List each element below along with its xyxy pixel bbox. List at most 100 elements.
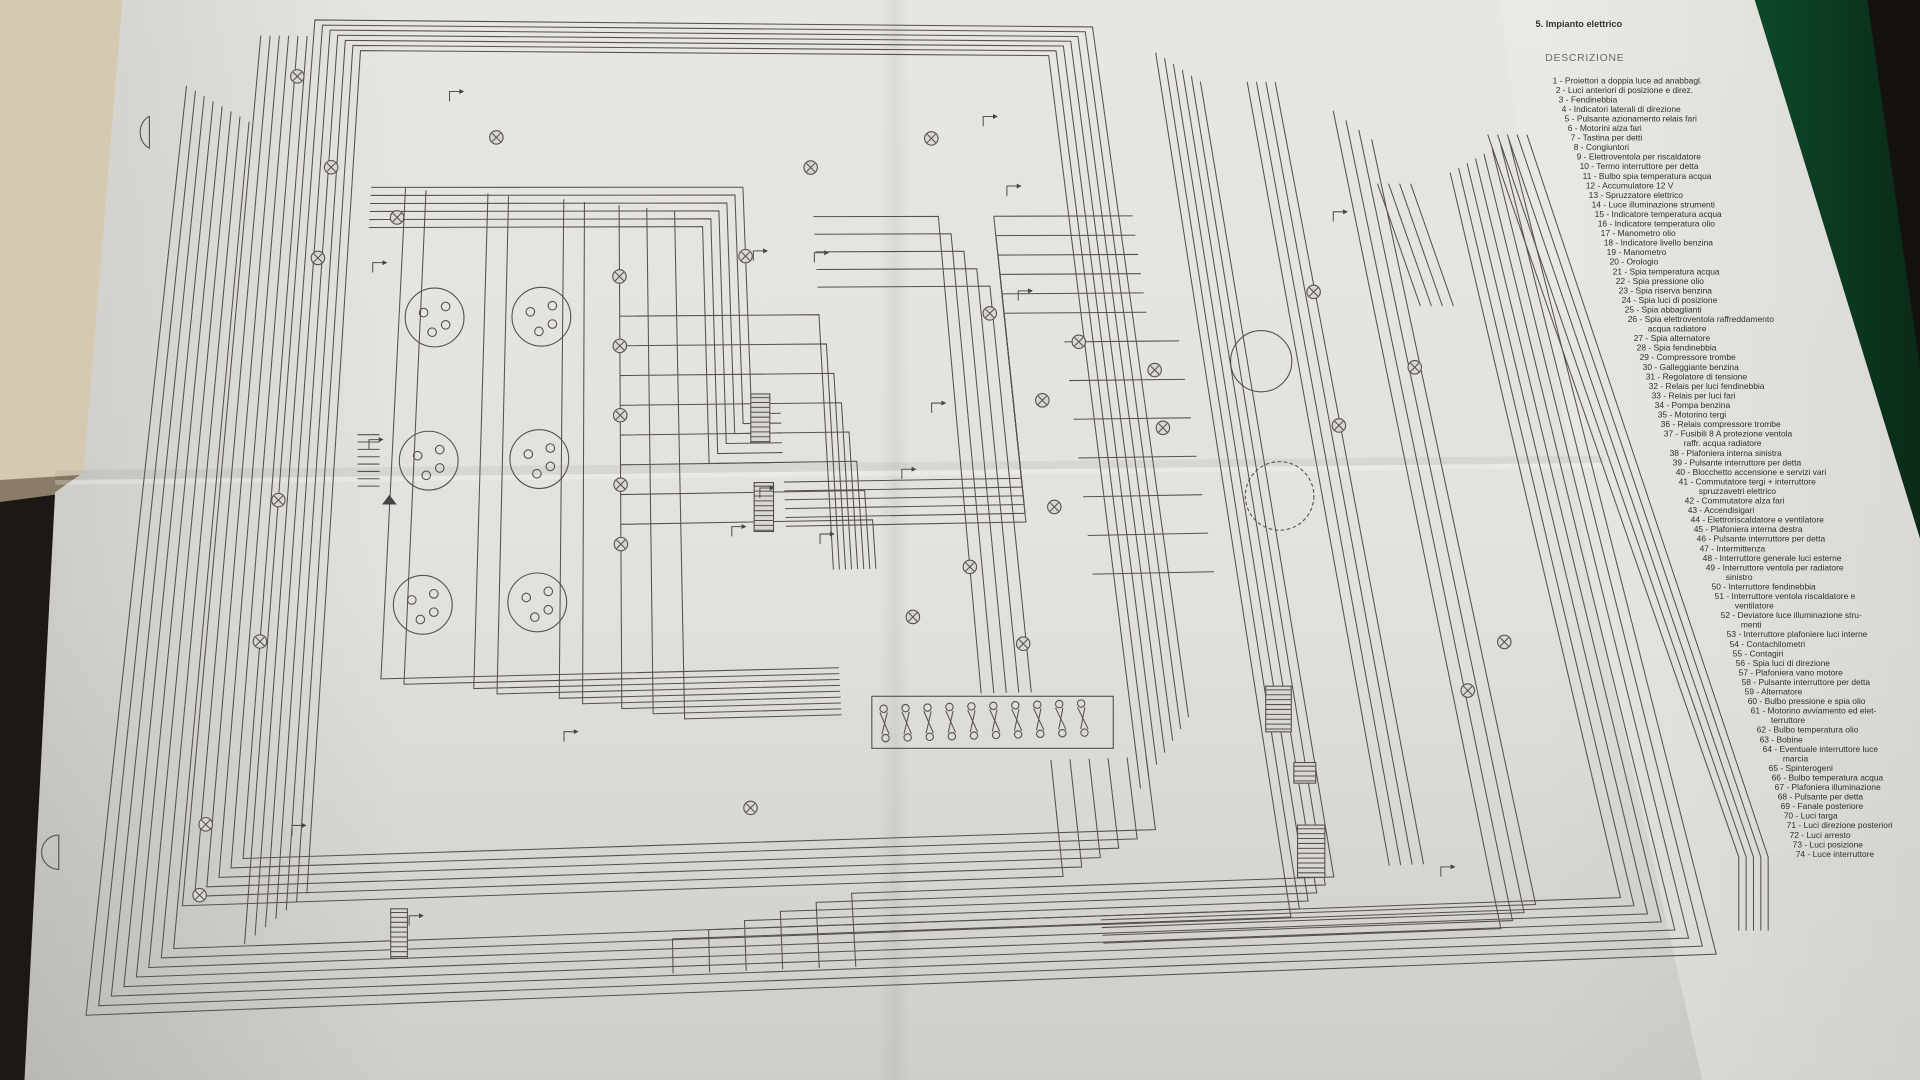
legend-item: 1 - Proiettori a doppia luce ad anabbagl…: [1553, 75, 1703, 85]
wire: [1103, 110, 1502, 944]
arrow-head-icon: [1016, 183, 1022, 189]
fuse-terminal: [969, 731, 979, 740]
wire: [98, 90, 1704, 1007]
gauge-terminal: [440, 319, 451, 330]
legend-item: 25 - Spia abbaglianti: [1625, 304, 1702, 314]
fuse-icon: [923, 711, 934, 734]
wire: [160, 116, 1635, 959]
legend-item: 22 - Spia pressione olio: [1616, 276, 1704, 286]
arrow-head-icon: [824, 250, 830, 256]
wire: [813, 215, 982, 694]
wire: [620, 490, 871, 569]
legend-item: 5 - Pulsante azionamento relais fari: [1565, 113, 1697, 123]
legend-item: 43 - Accendisigari: [1688, 505, 1755, 515]
lamp-cross: [1308, 287, 1319, 297]
terminal-arrow-icon: [759, 487, 770, 498]
legend-item: 44 - Elettroriscaldatore e ventilatore: [1691, 515, 1824, 525]
wire: [285, 39, 1158, 911]
legend-item: terruttore: [1771, 715, 1806, 725]
legend-item: 24 - Spia luci di posizione: [1622, 295, 1718, 305]
gauge-terminal: [406, 595, 417, 605]
fuse-icon: [967, 709, 979, 733]
lamp-cross: [1410, 362, 1420, 372]
legend-item: 8 - Congiuntori: [1574, 142, 1629, 152]
wire: [1265, 81, 1413, 865]
terminal-arrow-icon: [408, 915, 419, 926]
terminal-arrow-icon: [448, 91, 460, 102]
gauge-terminal: [427, 327, 437, 338]
terminal-arrow-icon: [752, 250, 764, 261]
legend-item: 2 - Luci anteriori di posizione e direz.: [1556, 85, 1693, 95]
legend-item: 68 - Pulsante per detta: [1778, 792, 1864, 802]
connector-block: [753, 481, 775, 533]
connector-block: [1296, 824, 1326, 878]
lamp-cross: [926, 133, 936, 144]
wire: [620, 519, 877, 569]
wire: [1083, 494, 1203, 498]
legend-item: 52 - Deviatore luce illuminazione stru-: [1721, 610, 1862, 620]
legend-item: 73 - Luci posizione: [1793, 839, 1864, 849]
fuse-icon: [1055, 707, 1067, 730]
legend-item: 17 - Manometro olio: [1601, 228, 1676, 238]
wiring-layer: [41, 19, 1769, 1016]
wire: [1388, 183, 1432, 307]
gauge-terminal: [418, 307, 429, 318]
wire: [814, 233, 995, 694]
wire: [135, 106, 1662, 978]
fuse-terminal: [903, 733, 912, 742]
wire: [1516, 134, 1762, 931]
terminal-arrow-icon: [291, 824, 302, 836]
lamp-cross: [1158, 423, 1168, 433]
lamp-cross: [1463, 685, 1473, 696]
arrow-head-icon: [911, 466, 917, 472]
wire: [620, 460, 865, 570]
wire: [1073, 417, 1191, 420]
section-title: 5. Impianto elettrico: [1536, 19, 1623, 29]
terminal-arrow-icon: [931, 402, 942, 413]
legend-item: 28 - Spia fendinebbia: [1637, 343, 1717, 353]
gauge-terminal: [545, 461, 556, 472]
legend-item: 13 - Spruzzatore elettrico: [1589, 190, 1684, 200]
wire: [582, 202, 841, 705]
gauge-terminal: [428, 607, 439, 617]
lamp-cross: [985, 308, 995, 319]
legend-item: 21 - Spia temperatura acqua: [1613, 266, 1720, 276]
legend-item: 42 - Commutatore alza fari: [1685, 496, 1785, 506]
wire: [1526, 134, 1769, 931]
arrow-head-icon: [829, 531, 835, 537]
legend-item: 35 - Motorino tergi: [1658, 410, 1727, 420]
arrow-head-icon: [573, 729, 579, 735]
fuse-icon: [945, 710, 957, 733]
fuse-terminal: [945, 702, 954, 712]
legend-item: 70 - Luci targa: [1784, 811, 1838, 821]
gauge-icon: [404, 287, 465, 348]
wire: [646, 208, 842, 715]
wire: [1078, 455, 1197, 459]
wire: [1497, 134, 1747, 931]
wire: [816, 268, 1020, 693]
wire: [380, 187, 839, 680]
connector-block: [1293, 761, 1317, 784]
fuse-terminal: [991, 730, 1001, 740]
terminal-arrow-icon: [819, 533, 830, 544]
wire: [85, 85, 1717, 1016]
fuse-icon: [989, 709, 1001, 732]
gauge-terminal: [532, 468, 542, 479]
lamp-cross: [292, 71, 302, 82]
legend-item: 14 - Luce illuminazione strumenti: [1592, 199, 1715, 209]
fuse-terminal: [1080, 728, 1089, 737]
lamp-cross: [326, 162, 336, 172]
terminal-arrow-icon: [1332, 211, 1344, 222]
fuse-terminal: [1033, 700, 1042, 709]
gauge-terminal: [529, 612, 540, 622]
gauge-terminal: [543, 604, 554, 615]
legend-item: 48 - Interruttore generale luci esterne: [1703, 553, 1842, 563]
wire: [264, 29, 1174, 928]
wire: [296, 44, 1150, 902]
legend-item: 38 - Plafoniera interna sinistra: [1670, 448, 1782, 458]
legend-item: 41 - Commutatore tergi + interruttore: [1679, 476, 1816, 486]
fuse-terminal: [947, 732, 957, 741]
vertical-fold: [879, 0, 912, 1080]
gauge-terminal: [547, 300, 558, 311]
